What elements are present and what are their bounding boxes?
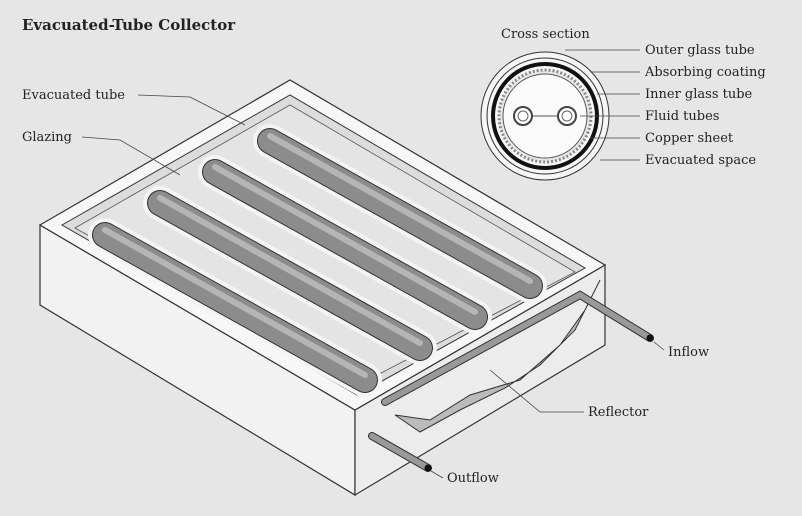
manifold-pipe [368,290,654,472]
label-evacuated-tube: Evacuated tube [22,88,125,103]
label-inflow: Inflow [668,345,709,360]
part-label: Absorbing coating [644,65,766,80]
reflector [394,279,601,433]
evacuated-tubes [88,124,547,397]
cross-section: Cross section Outer glass tube Absorbing… [480,27,766,181]
tube [88,218,382,397]
part-label: Inner glass tube [645,87,753,102]
tube [198,155,492,334]
label-glazing: Glazing [22,130,72,145]
part-label: Copper sheet [645,131,734,146]
tube [143,186,437,365]
part-label: Fluid tubes [645,109,719,124]
label-outflow: Outflow [447,471,499,486]
cross-section-heading: Cross section [501,27,590,42]
part-label: Evacuated space [645,153,756,168]
part-label: Outer glass tube [645,43,755,58]
tube [253,124,547,303]
diagram-title: Evacuated-Tube Collector [22,16,236,34]
label-reflector: Reflector [588,405,649,420]
